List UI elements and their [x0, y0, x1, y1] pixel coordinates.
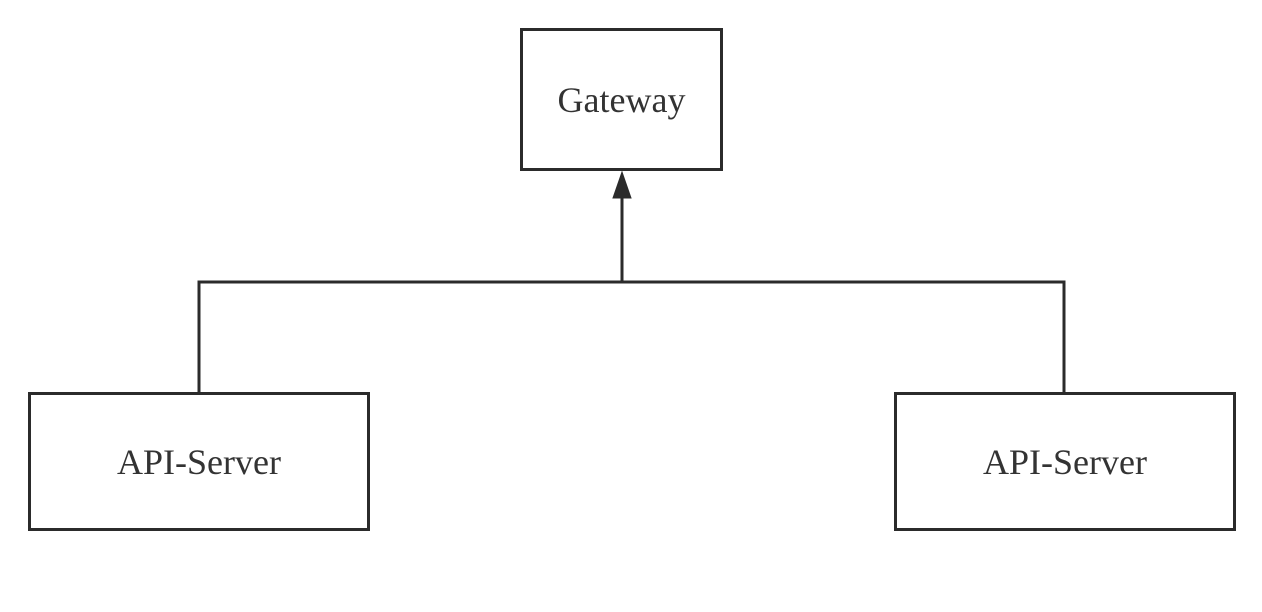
node-api-server-right-box — [894, 392, 1236, 531]
node-gateway: Gateway — [520, 28, 723, 171]
node-api-server-left-box — [28, 392, 370, 531]
edge-api-right-to-bus — [622, 280, 1066, 393]
node-api-server-right: API-Server — [894, 392, 1236, 531]
node-api-server-right-label: API-Server — [983, 442, 1147, 482]
node-api-server-left-label: API-Server — [117, 442, 281, 482]
arrowhead-icon — [612, 170, 632, 199]
node-gateway-label: Gateway — [558, 80, 686, 120]
edge-api-left-to-bus — [197, 280, 622, 393]
node-gateway-box — [520, 28, 723, 171]
node-api-server-left: API-Server — [28, 392, 370, 531]
